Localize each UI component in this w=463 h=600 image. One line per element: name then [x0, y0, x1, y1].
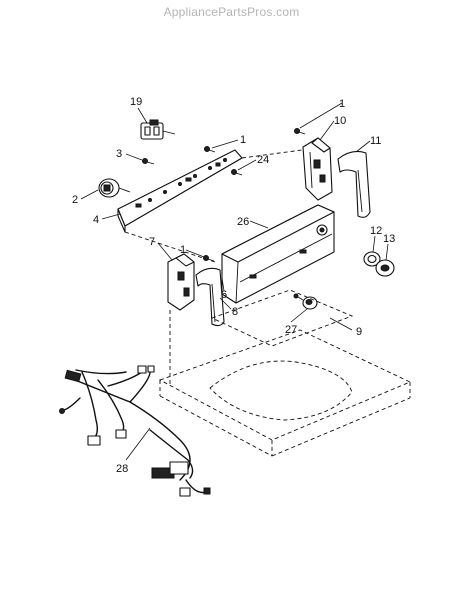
callout-2: 2 [72, 194, 78, 206]
callout-24: 24 [257, 154, 269, 166]
part-11-side-trim[interactable] [337, 150, 371, 218]
part-19-switch[interactable] [140, 119, 176, 140]
part-24-screw[interactable] [231, 169, 243, 176]
part-8-side-trim[interactable] [195, 267, 225, 327]
callout-1-b: 1 [339, 98, 345, 110]
callout-4: 4 [93, 214, 99, 226]
callout-19: 19 [130, 96, 142, 108]
callout-26: 26 [237, 216, 249, 228]
callout-1-a: 1 [240, 134, 246, 146]
callout-7: 7 [149, 236, 155, 248]
leader-lines [80, 102, 389, 461]
part-26-console[interactable] [221, 204, 335, 304]
callout-28: 28 [116, 463, 128, 475]
callout-1-c: 1 [180, 244, 186, 256]
callout-12: 12 [370, 225, 382, 237]
part-28-wire-harness[interactable] [59, 365, 211, 497]
part-1-screw-a[interactable] [204, 146, 216, 153]
part-2-timer[interactable] [98, 178, 131, 198]
callout-27: 27 [285, 324, 297, 336]
part-9-panel-outline [210, 289, 354, 347]
callout-9: 9 [356, 326, 362, 338]
part-7-end-cap[interactable] [167, 253, 195, 311]
callout-13: 13 [383, 233, 395, 245]
alignment-guides [124, 149, 303, 385]
callout-10: 10 [334, 115, 346, 127]
part-3-screw[interactable] [142, 158, 155, 165]
part-1-screw-b[interactable] [294, 128, 306, 135]
callout-6: 6 [221, 289, 227, 301]
watermark: AppliancePartsPros.com [163, 5, 300, 19]
callout-11: 11 [370, 135, 381, 147]
part-10-end-cap[interactable] [302, 137, 333, 201]
part-4-bracket[interactable] [117, 149, 243, 233]
part-13-knob[interactable] [375, 259, 395, 277]
callout-3: 3 [116, 148, 122, 160]
part-12-knob-skirt[interactable] [363, 251, 381, 267]
cabinet-top-outline [158, 329, 412, 457]
callout-labels: 19 1 3 24 2 4 1 10 11 26 7 1 12 13 6 8 2… [72, 96, 395, 475]
callout-8: 8 [232, 306, 238, 318]
